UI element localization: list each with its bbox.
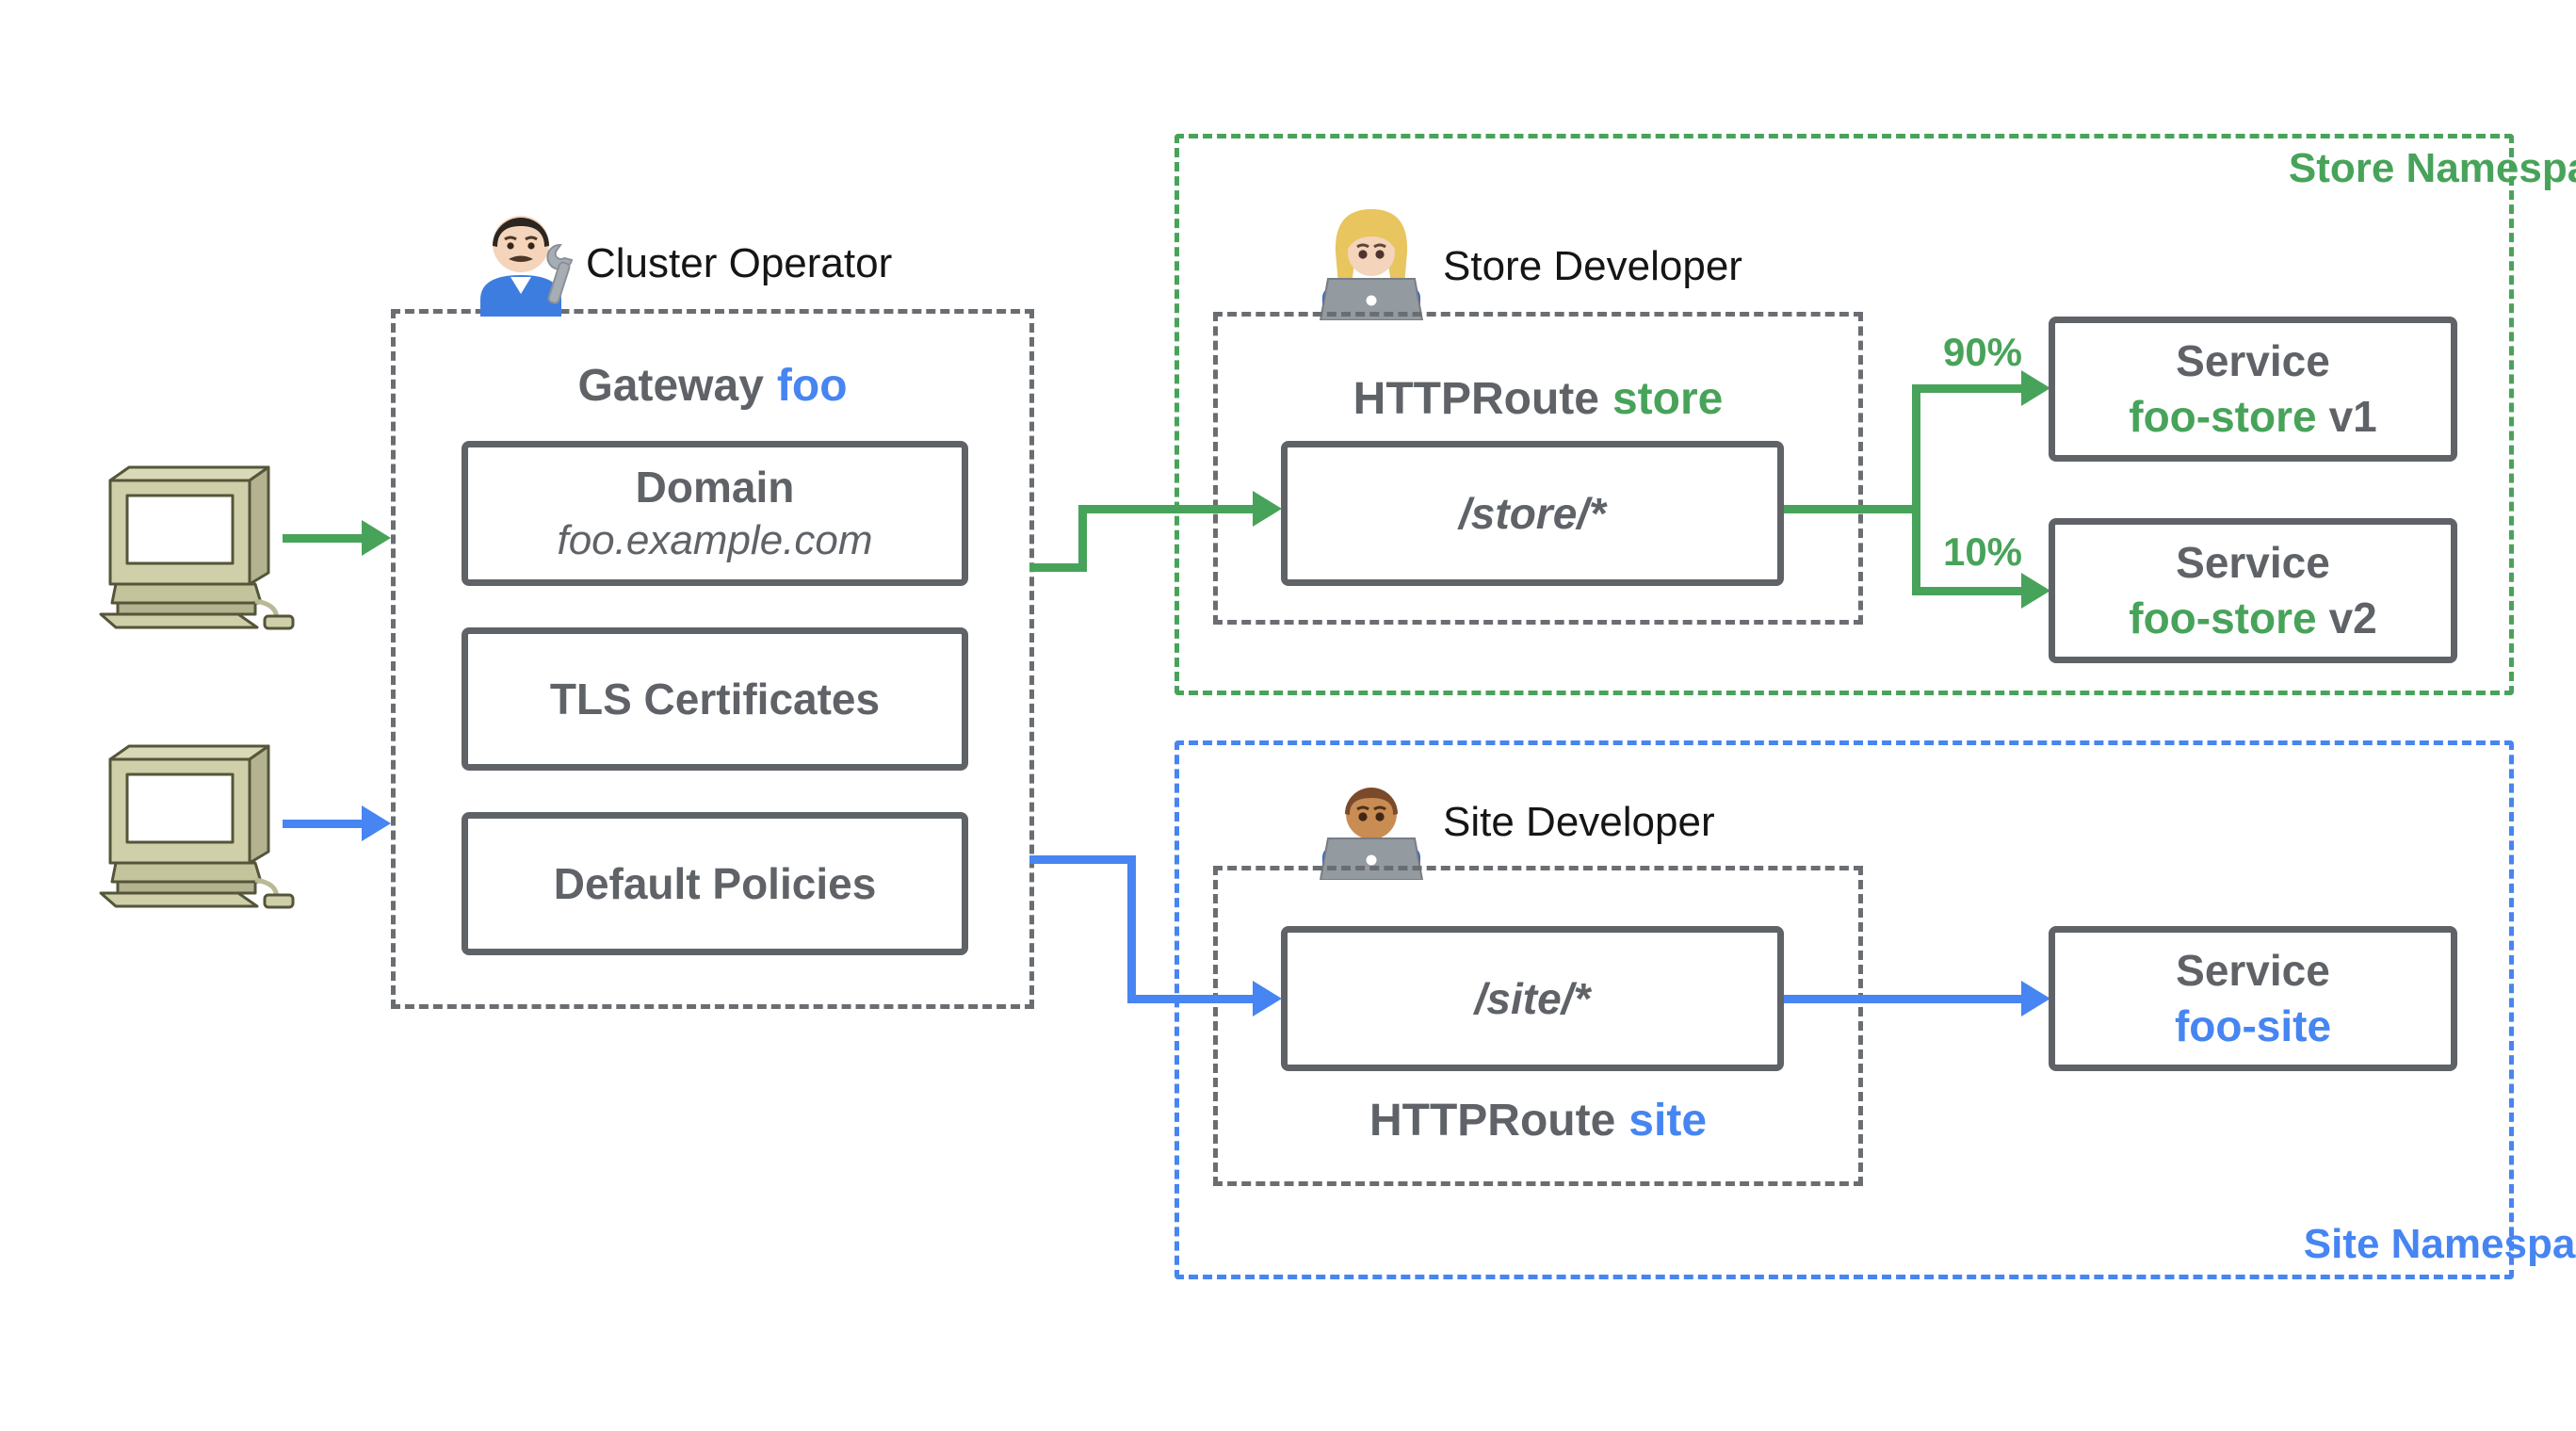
domain-box-title: Domain — [635, 462, 795, 512]
store-namespace-label: Store Namespace — [2288, 145, 2576, 191]
cluster-operator-emoji — [480, 216, 574, 317]
client2-to-gateway-arrow — [283, 820, 362, 828]
traffic-split-90-label: 90% — [1942, 330, 2023, 374]
httproute-store-title: HTTPRoute store — [1213, 373, 1863, 425]
domain-box: Domain foo.example.com — [462, 441, 968, 586]
service-version: v2 — [2328, 594, 2377, 642]
arrowhead-icon — [2021, 981, 2050, 1016]
httproute-site-title: HTTPRoute site — [1213, 1095, 1863, 1146]
service-label: Service — [2176, 538, 2330, 588]
gateway-container — [391, 309, 1034, 1009]
service-foo-store-v1-box: Service foo-store v1 — [2049, 317, 2457, 462]
site-to-service-connector — [1784, 995, 2021, 1003]
httproute-site-prefix: HTTPRoute — [1369, 1096, 1616, 1146]
gateway-title-name: foo — [776, 361, 848, 411]
site-developer-label: Site Developer — [1443, 799, 1715, 845]
domain-box-subtitle: foo.example.com — [557, 517, 873, 564]
httproute-site-container — [1213, 866, 1863, 1186]
gateway-to-store-connector — [1029, 563, 1087, 572]
store-to-services-connector — [1784, 505, 1916, 513]
site-namespace-label: Site Namespace — [2303, 1221, 2576, 1267]
gateway-to-site-connector — [1127, 855, 1136, 1003]
service-label: Service — [2176, 336, 2330, 386]
gateway-to-site-connector — [1127, 995, 1255, 1003]
store-namespace-container — [1175, 134, 2514, 695]
arrowhead-icon — [1253, 491, 1282, 527]
service-foo-site-box: Service foo-site — [2049, 926, 2457, 1071]
store-path-label: /store/* — [1459, 489, 1606, 538]
service-label: Service — [2176, 946, 2330, 996]
gateway-to-store-connector — [1078, 505, 1087, 572]
store-split-v1-branch — [1916, 384, 2021, 393]
httproute-store-prefix: HTTPRoute — [1353, 374, 1599, 424]
service-version: v1 — [2328, 392, 2377, 441]
service-name: foo-site — [2174, 1001, 2332, 1050]
arrowhead-icon — [362, 520, 391, 556]
client1-to-gateway-arrow — [283, 534, 362, 543]
default-policies-box: Default Policies — [462, 812, 968, 955]
default-policies-label: Default Policies — [553, 858, 877, 908]
site-path-box: /site/* — [1281, 926, 1784, 1071]
site-path-label: /site/* — [1474, 974, 1591, 1023]
service-name: foo-store — [2129, 594, 2317, 642]
httproute-store-container — [1213, 312, 1863, 625]
tls-certificates-box: TLS Certificates — [462, 627, 968, 771]
client-computer-icon — [99, 744, 295, 909]
gateway-title: Gateway foo — [391, 360, 1034, 412]
store-developer-emoji — [1319, 209, 1424, 320]
traffic-split-10-label: 10% — [1942, 529, 2023, 574]
gateway-title-prefix: Gateway — [577, 361, 764, 411]
arrowhead-icon — [2021, 573, 2050, 609]
arrowhead-icon — [362, 805, 391, 841]
gateway-to-store-connector — [1078, 505, 1255, 513]
site-developer-emoji — [1319, 788, 1424, 880]
arrowhead-icon — [1253, 981, 1282, 1016]
client-computer-icon — [99, 465, 295, 630]
httproute-site-name: site — [1628, 1096, 1708, 1146]
store-developer-label: Store Developer — [1443, 243, 1742, 289]
store-path-box: /store/* — [1281, 441, 1784, 586]
store-split-trunk — [1912, 384, 1920, 595]
gateway-to-site-connector — [1029, 855, 1136, 864]
tls-certificates-label: TLS Certificates — [549, 674, 881, 724]
httproute-store-name: store — [1612, 374, 1724, 424]
arrowhead-icon — [2021, 370, 2050, 406]
service-foo-store-v2-box: Service foo-store v2 — [2049, 518, 2457, 663]
site-namespace-container — [1175, 740, 2514, 1279]
cluster-operator-label: Cluster Operator — [586, 240, 893, 286]
service-name: foo-store — [2129, 392, 2317, 441]
store-split-v2-branch — [1916, 587, 2021, 595]
